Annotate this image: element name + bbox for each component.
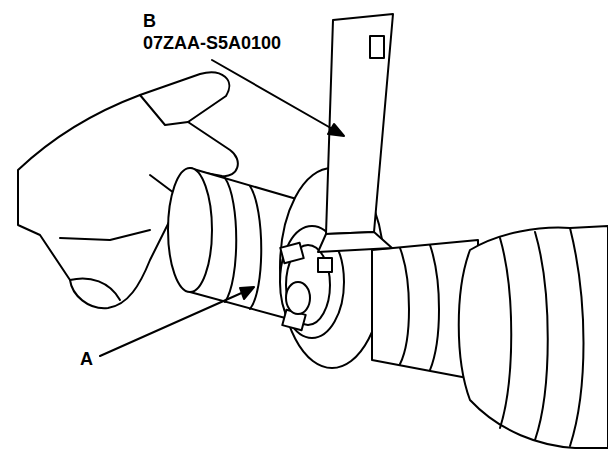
leader-line <box>212 60 336 131</box>
callout-letter: A <box>80 350 93 370</box>
leader-lines <box>100 60 344 356</box>
callout-letter: B <box>143 12 156 32</box>
hand <box>18 72 238 308</box>
arrowhead <box>240 287 254 299</box>
outer-boot <box>459 226 608 448</box>
leader-line <box>100 291 246 356</box>
tool-number: 07ZAA-S5A0100 <box>143 34 281 54</box>
special-tool <box>318 14 393 252</box>
arrowhead <box>328 124 344 136</box>
inner-joint <box>168 168 300 322</box>
